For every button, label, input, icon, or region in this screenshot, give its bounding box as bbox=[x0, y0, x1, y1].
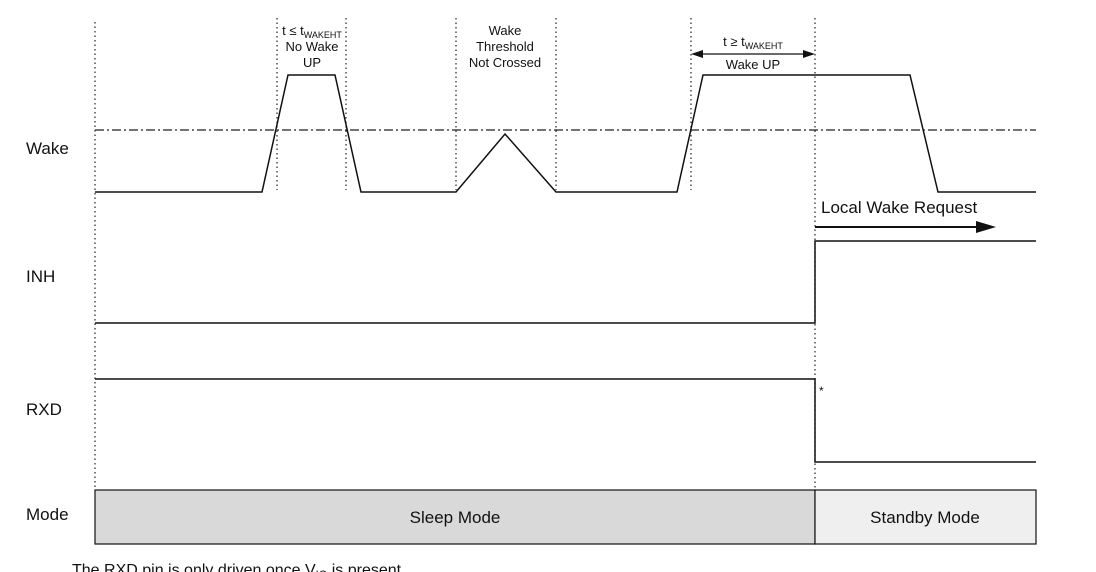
standby-mode-label: Standby Mode bbox=[870, 508, 980, 527]
wake-waveform bbox=[95, 74, 1036, 193]
mode-label: Mode bbox=[26, 505, 69, 524]
rxd-waveform bbox=[95, 378, 1036, 463]
inh-label: INH bbox=[26, 267, 55, 286]
sleep-mode-label: Sleep Mode bbox=[410, 508, 501, 527]
wake-label: Wake bbox=[26, 139, 69, 158]
wake-up-timing-arrow bbox=[691, 50, 815, 58]
no-wake-line3: UP bbox=[303, 55, 321, 70]
no-wake-line2: No Wake bbox=[286, 39, 339, 54]
threshold-line2: Threshold bbox=[476, 39, 534, 54]
wake-up-line2: Wake UP bbox=[726, 57, 780, 72]
standby-mode-region bbox=[814, 489, 1037, 545]
inh-waveform bbox=[95, 240, 1036, 324]
footnote: The RXD pin is only driven once VIO is p… bbox=[72, 562, 402, 572]
threshold-line3: Not Crossed bbox=[469, 55, 541, 70]
local-wake-request-label: Local Wake Request bbox=[821, 198, 978, 217]
local-wake-request-arrow bbox=[815, 221, 996, 233]
threshold-annotation: Wake Threshold Not Crossed bbox=[469, 23, 541, 70]
rxd-label: RXD bbox=[26, 400, 62, 419]
threshold-line1: Wake bbox=[489, 23, 522, 38]
sleep-mode-region bbox=[94, 489, 816, 545]
wake-up-timing-text: t ≥ tWAKEHT bbox=[723, 34, 783, 51]
wake-up-annotation: t ≥ tWAKEHT Wake UP bbox=[723, 34, 783, 72]
no-wake-timing-text: t ≤ tWAKEHT bbox=[282, 23, 342, 40]
rxd-footnote-marker: * bbox=[819, 384, 824, 398]
no-wake-annotation: t ≤ tWAKEHT No Wake UP bbox=[282, 23, 342, 70]
